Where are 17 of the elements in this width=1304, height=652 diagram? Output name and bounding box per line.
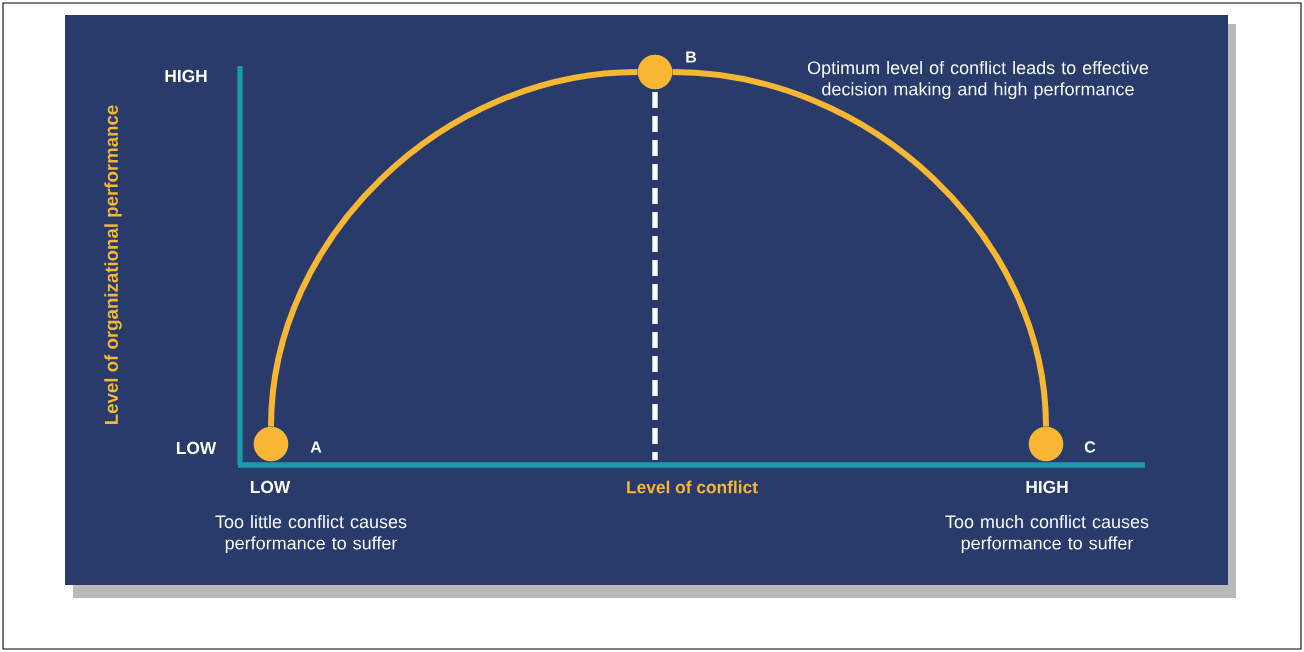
point-label: C (1084, 441, 1096, 453)
point-marker (1028, 426, 1064, 462)
annotation-text: Optimum level of conflict leads to effective decision making and high performance (807, 60, 1149, 100)
point-marker (637, 54, 673, 90)
annotation-text: Too much conflict causes performance to suffer (945, 514, 1149, 554)
axis-title: Level of conflict (627, 480, 758, 494)
axis-label: HIGH (1026, 480, 1068, 494)
point-label: B (686, 51, 697, 63)
point-label: A (310, 441, 322, 453)
axis-label: LOW (176, 441, 217, 455)
curve (268, 69, 638, 427)
axis-label: LOW (250, 480, 291, 494)
annotation-text: Too little conflict causes performance to suffer (215, 514, 407, 554)
axis-label: HIGH (165, 69, 207, 83)
point-marker (253, 426, 289, 462)
axis-title: Level of organizational performance (104, 105, 122, 424)
curve (672, 69, 1049, 427)
